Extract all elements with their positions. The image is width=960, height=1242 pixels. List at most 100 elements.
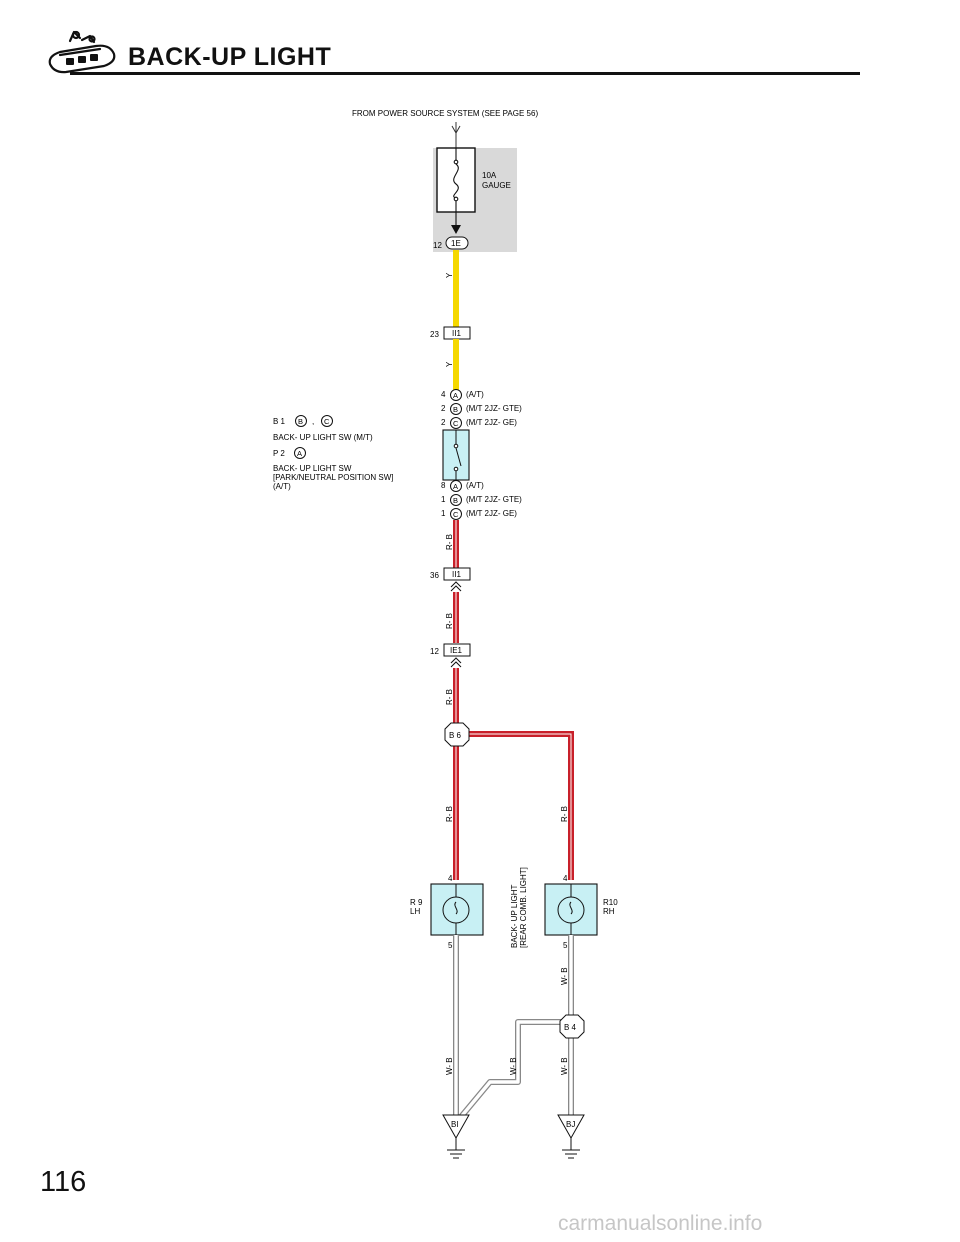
wire-color-rb2: R- B: [445, 613, 454, 629]
switch-contact-icon: [453, 430, 462, 480]
lamp-right-pin-top: 4: [563, 874, 568, 883]
page-header: BACK-UP LIGHT: [40, 28, 860, 78]
legend-p2-letter: A: [297, 449, 302, 458]
junction-low-connector: [443, 643, 471, 657]
wire-color-rb1: R- B: [445, 534, 454, 550]
junction-low-label: IE1: [450, 646, 463, 655]
switch-top-letter-a-circle: [450, 389, 462, 401]
lamp-label-2: [REAR COMB. LIGHT]: [519, 867, 528, 948]
rb-wire-2: [453, 592, 459, 643]
legend-b1-letter1-circle: [295, 415, 307, 427]
fuse-terminal-icon: [451, 225, 461, 234]
fuse-name: GAUGE: [482, 181, 511, 190]
ground-bi-icon: [447, 1138, 465, 1159]
inline-connector-1-icon: [450, 581, 462, 592]
fuse-connector: [445, 236, 469, 250]
toyota-lift-logo-icon: [48, 30, 116, 74]
switch-bottom-pin-c: 1: [441, 509, 446, 518]
watermark: carmanualsonline.info: [558, 1212, 763, 1235]
fuse-symbol-icon: [453, 148, 459, 228]
legend-b1-name: BACK- UP LIGHT SW (M/T): [273, 433, 373, 442]
legend-p2-name-2: [PARK/NEUTRAL POSITION SW]: [273, 473, 393, 482]
switch-top-pin-a: 4: [441, 390, 446, 399]
legend-p2-letter-circle: [294, 447, 306, 459]
junction-top-label: II1: [452, 329, 461, 338]
wire-color-wb2: W- B: [560, 967, 569, 985]
switch-bottom-letter-c: C: [453, 510, 459, 519]
switch-bottom-letter-a: A: [453, 482, 458, 491]
switch-bottom-note-b: (M/T 2JZ- GTE): [466, 495, 522, 504]
junction-low-pin: 12: [430, 647, 439, 656]
fuse-pin: 12: [433, 241, 442, 250]
yellow-wire-2: [453, 339, 459, 390]
wb-wire-cross: [457, 1019, 562, 1120]
switch-top-note-b: (M/T 2JZ- GTE): [466, 404, 522, 413]
wire-color-y2: Y: [445, 361, 454, 367]
lamp-right-code: R10: [603, 898, 618, 907]
wire-color-rb4: R- B: [445, 806, 454, 822]
switch-top-pin-b: 2: [441, 404, 446, 413]
switch-bottom-pin-a: 8: [441, 481, 446, 490]
page-title: BACK-UP LIGHT: [128, 43, 332, 71]
switch-top-pin-c: 2: [441, 418, 446, 427]
junction-mid-connector: [443, 567, 471, 581]
legend-b1-letter1: B: [298, 417, 303, 426]
switch-top-letter-b-circle: [450, 403, 462, 415]
page-number: 116: [40, 1166, 87, 1198]
switch-top-letter-c-circle: [450, 417, 462, 429]
switch-top-letter-c: C: [453, 419, 459, 428]
lamp-right-side: RH: [603, 907, 615, 916]
wb-wire-left: [453, 935, 459, 1115]
splice-b6-label: B 6: [449, 731, 462, 740]
rb-wire-1: [453, 520, 459, 568]
legend-p2-name-3: (A/T): [273, 482, 291, 491]
power-source-arrow-icon: [451, 122, 461, 148]
switch-top-letter-b: B: [453, 405, 458, 414]
header-rule: [70, 72, 860, 75]
inline-connector-2-icon: [450, 657, 462, 668]
wire-color-rb3: R- B: [445, 689, 454, 705]
switch-bottom-pin-b: 1: [441, 495, 446, 504]
rb-wire-left-lamp: [453, 745, 459, 880]
bulb-left-icon: [442, 884, 470, 935]
switch-bottom-letter-a-circle: [450, 480, 462, 492]
legend-p2-code: P 2: [273, 449, 285, 458]
bulb-right-icon: [557, 884, 585, 935]
wire-color-wb4: W- B: [560, 1057, 569, 1075]
switch-bottom-letter-c-circle: [450, 508, 462, 520]
switch-bottom-note-a: (A/T): [466, 481, 484, 490]
power-source-label: FROM POWER SOURCE SYSTEM (SEE PAGE 56): [352, 109, 538, 118]
splice-b4-label: B 4: [564, 1023, 577, 1032]
junction-mid-pin: 36: [430, 571, 439, 580]
ground-bi-label: BI: [451, 1120, 459, 1129]
legend-b1-letter2-circle: [321, 415, 333, 427]
lamp-left-pin-bottom: 5: [448, 941, 453, 950]
legend-b1-code: B 1: [273, 417, 286, 426]
fuse-connector-label: 1E: [451, 239, 461, 248]
switch-bottom-letter-b: B: [453, 496, 458, 505]
wire-color-wb1: W- B: [445, 1057, 454, 1075]
switch-top-note-c: (M/T 2JZ- GE): [466, 418, 517, 427]
lamp-right-pin-bottom: 5: [563, 941, 568, 950]
junction-mid-label: II1: [452, 570, 461, 579]
switch-top-letter-a: A: [453, 391, 458, 400]
splice-b4: [559, 1014, 585, 1039]
lamp-left-pin-top: 4: [448, 874, 453, 883]
ground-bj-label: BJ: [566, 1120, 575, 1129]
legend-b1-letter2: C: [324, 417, 330, 426]
ground-bj: [557, 1114, 585, 1140]
ground-bj-icon: [562, 1138, 580, 1159]
fuse-rating: 10A: [482, 171, 497, 180]
ground-bi: [442, 1114, 470, 1140]
legend-p2-name-1: BACK- UP LIGHT SW: [273, 464, 352, 473]
lamp-left-side: LH: [410, 907, 420, 916]
splice-b6: [444, 722, 470, 747]
rb-wire-branch: [468, 731, 574, 880]
rb-wire-3: [453, 668, 459, 723]
yellow-wire-1: [453, 250, 459, 327]
lamp-left-code: R 9: [410, 898, 423, 907]
switch-bottom-note-c: (M/T 2JZ- GE): [466, 509, 517, 518]
legend-b1-comma: ,: [312, 417, 314, 426]
switch-top-note-a: (A/T): [466, 390, 484, 399]
